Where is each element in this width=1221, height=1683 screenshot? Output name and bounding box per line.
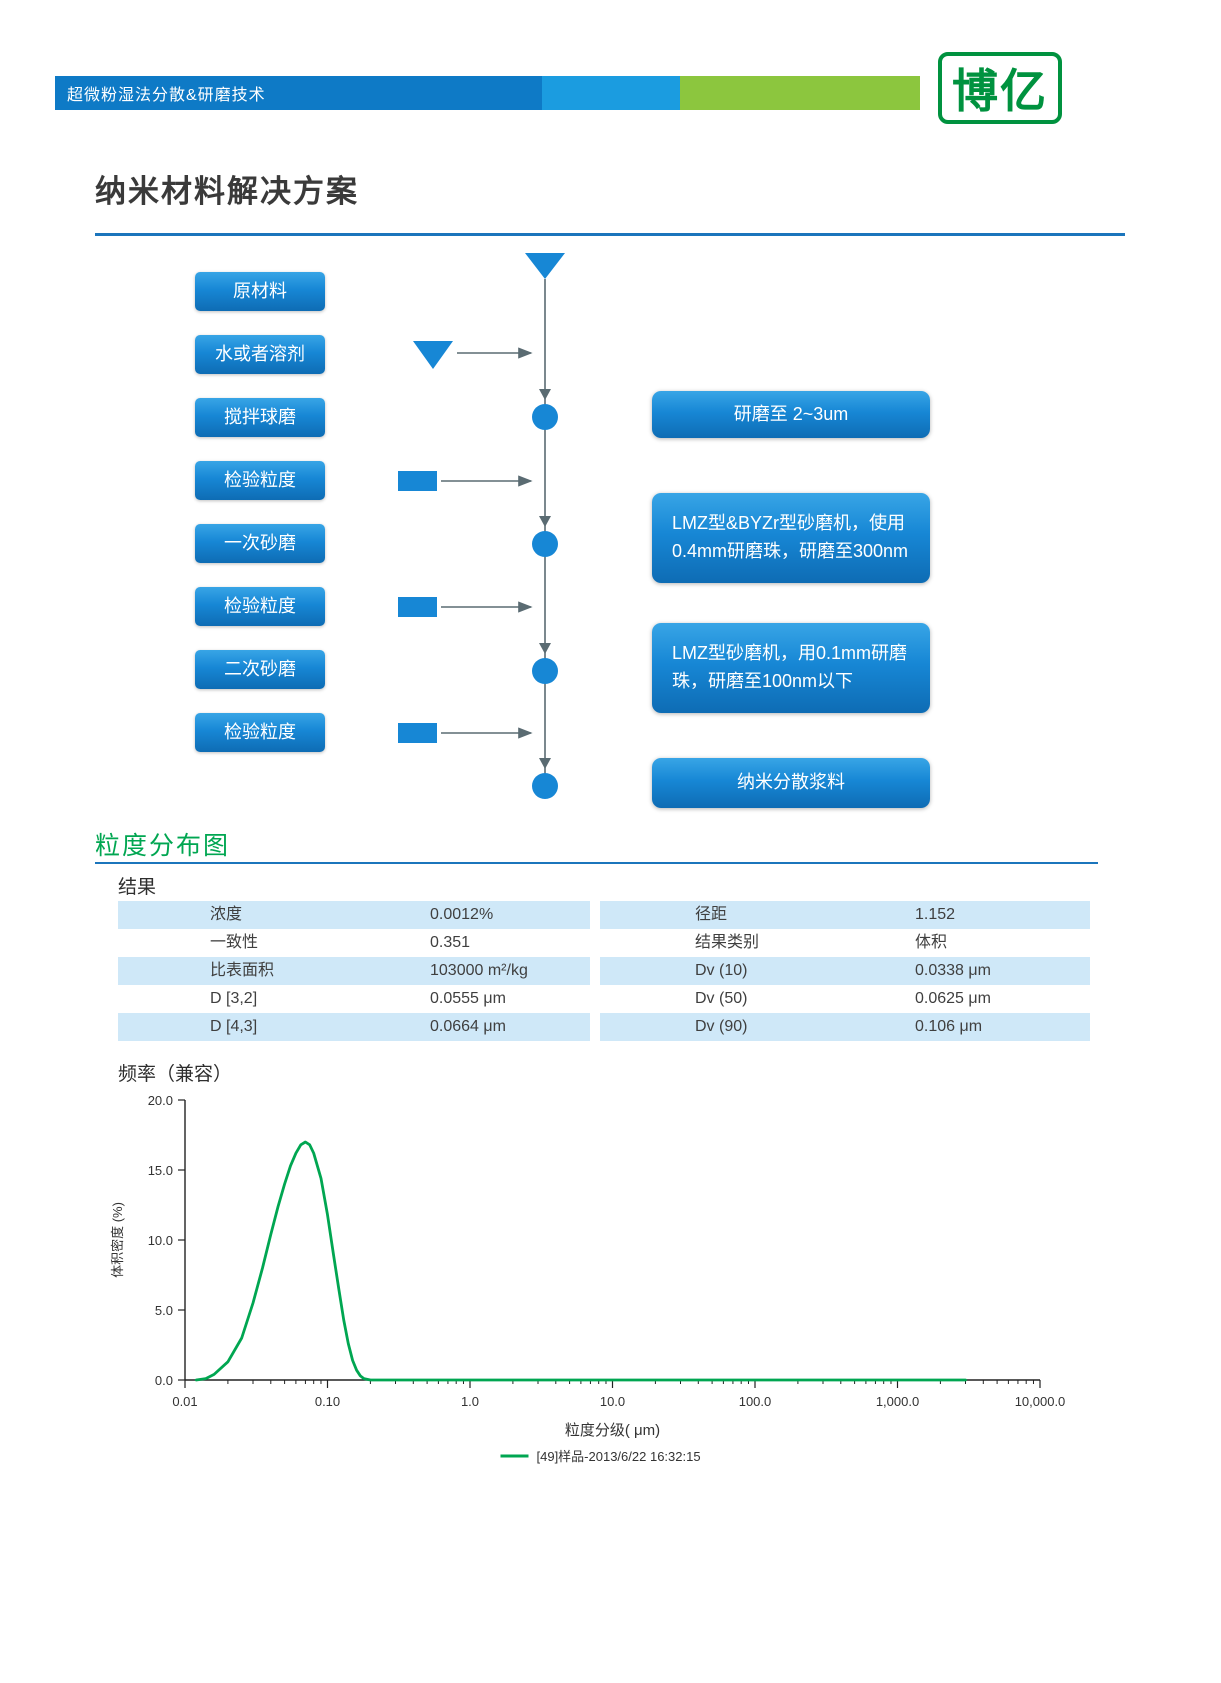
down-arrow-icon (539, 516, 551, 527)
page-title: 纳米材料解决方案 (95, 174, 359, 209)
series-line (194, 1140, 967, 1382)
results-row: D [3,2] 0.0555 μm Dv (50) 0.0625 μm (118, 985, 1090, 1013)
results-row: D [4,3] 0.0664 μm Dv (90) 0.106 μm (118, 1013, 1090, 1041)
x-tick-label: 10,000.0 (1015, 1394, 1066, 1409)
flow-step-2: 水或者溶剂 (195, 335, 325, 374)
x-tick-label: 1.0 (461, 1394, 479, 1409)
banner-mid-blue-segment (542, 76, 680, 110)
result-value: 0.0012% (430, 906, 494, 923)
banner-green-segment (680, 76, 920, 110)
process-node-icon (532, 658, 558, 684)
result-key: 比表面积 (210, 962, 275, 979)
result-key: 浓度 (210, 906, 243, 923)
y-tick-label: 5.0 (155, 1303, 173, 1318)
y-axis-label: 体积密度 (%) (110, 1202, 125, 1278)
flow-step-3: 搅拌球磨 (195, 398, 325, 437)
x-tick-label: 10.0 (600, 1394, 625, 1409)
process-node-icon (532, 404, 558, 430)
down-arrow-icon (539, 389, 551, 400)
flow-note-4: 纳米分散浆料 (652, 758, 930, 808)
results-row: 比表面积 103000 m²/kg Dv (10) 0.0338 μm (118, 957, 1090, 985)
result-key: 径距 (695, 906, 728, 923)
result-value: 0.0625 μm (915, 990, 991, 1007)
result-key: Dv (50) (695, 990, 748, 1007)
y-tick-label: 0.0 (155, 1373, 173, 1388)
y-tick-label: 10.0 (148, 1233, 173, 1248)
results-table: 浓度 0.0012% 径距 1.152 一致性 0.351 结果类别 体积比表面积 103000… (118, 901, 1090, 1041)
result-key: 一致性 (210, 934, 259, 951)
x-axis-label: 粒度分级( μm) (565, 1422, 660, 1439)
result-key: D [4,3] (210, 1018, 258, 1035)
result-key: 结果类别 (695, 934, 760, 951)
sample-box-icon (398, 723, 437, 743)
company-logo: 博亿 (938, 52, 1062, 124)
results-label: 结果 (118, 877, 157, 898)
result-value: 1.152 (915, 906, 956, 923)
chart-title: 频率（兼容） (118, 1064, 233, 1085)
process-node-icon (532, 531, 558, 557)
x-tick-label: 0.01 (172, 1394, 197, 1409)
funnel-icon (413, 341, 453, 369)
x-tick-label: 0.10 (315, 1394, 340, 1409)
flow-step-4: 检验粒度 (195, 461, 325, 500)
process-node-icon (532, 773, 558, 799)
result-value: 0.0338 μm (915, 962, 991, 979)
flow-note-1: 研磨至 2~3um (652, 391, 930, 438)
flow-note-3: LMZ型砂磨机，用0.1mm研磨珠，研磨至100nm以下 (652, 623, 930, 713)
results-row: 浓度 0.0012% 径距 1.152 (118, 901, 1090, 929)
result-value: 0.0664 μm (430, 1018, 506, 1035)
flow-step-1: 原材料 (195, 272, 325, 311)
flow-step-8: 检验粒度 (195, 713, 325, 752)
legend-label: [49]样品-2013/6/22 16:32:15 (537, 1449, 701, 1464)
result-value: 103000 m²/kg (430, 962, 528, 979)
flow-step-5: 一次砂磨 (195, 524, 325, 563)
sample-box-icon (398, 597, 437, 617)
x-tick-label: 100.0 (739, 1394, 772, 1409)
banner-blue-segment: 超微粉湿法分散&研磨技术 (55, 76, 542, 110)
section-title-distribution: 粒度分布图 (95, 832, 231, 860)
flow-note-2: LMZ型&BYZr型砂磨机，使用0.4mm研磨珠，研磨至300nm (652, 493, 930, 583)
particle-size-distribution-chart: 0.0 5.0 10.0 15.0 20.0 0.01 0.10 1.0 10.0 100.0 1,… (100, 1085, 1080, 1470)
result-key: Dv (10) (695, 962, 748, 979)
result-key: Dv (90) (695, 1018, 748, 1035)
down-arrow-icon (539, 643, 551, 654)
sample-box-icon (398, 471, 437, 491)
top-banner: 超微粉湿法分散&研磨技术 (55, 76, 920, 110)
results-row: 一致性 0.351 结果类别 体积 (118, 929, 1090, 957)
title-divider (95, 233, 1125, 236)
process-flowchart: 原材料水或者溶剂搅拌球磨检验粒度一次砂磨检验粒度二次砂磨检验粒度 研磨至 2~3… (95, 253, 1125, 813)
down-arrow-icon (539, 758, 551, 769)
x-tick-label: 1,000.0 (876, 1394, 919, 1409)
result-value: 0.0555 μm (430, 990, 506, 1007)
result-value: 0.106 μm (915, 1018, 983, 1035)
flow-step-7: 二次砂磨 (195, 650, 325, 689)
flow-step-6: 检验粒度 (195, 587, 325, 626)
flowchart-connectors (95, 253, 1125, 818)
y-tick-label: 15.0 (148, 1163, 173, 1178)
y-tick-label: 20.0 (148, 1093, 173, 1108)
result-key: D [3,2] (210, 990, 258, 1007)
section-divider (95, 862, 1098, 864)
funnel-icon (525, 253, 565, 279)
result-value: 体积 (915, 934, 948, 951)
flow-lines-svg (398, 253, 565, 799)
result-value: 0.351 (430, 934, 471, 951)
distribution-chart-svg: 0.0 5.0 10.0 15.0 20.0 0.01 0.10 1.0 10.0 100.0 1,… (110, 1093, 1066, 1464)
banner-title: 超微粉湿法分散&研磨技术 (67, 87, 266, 104)
